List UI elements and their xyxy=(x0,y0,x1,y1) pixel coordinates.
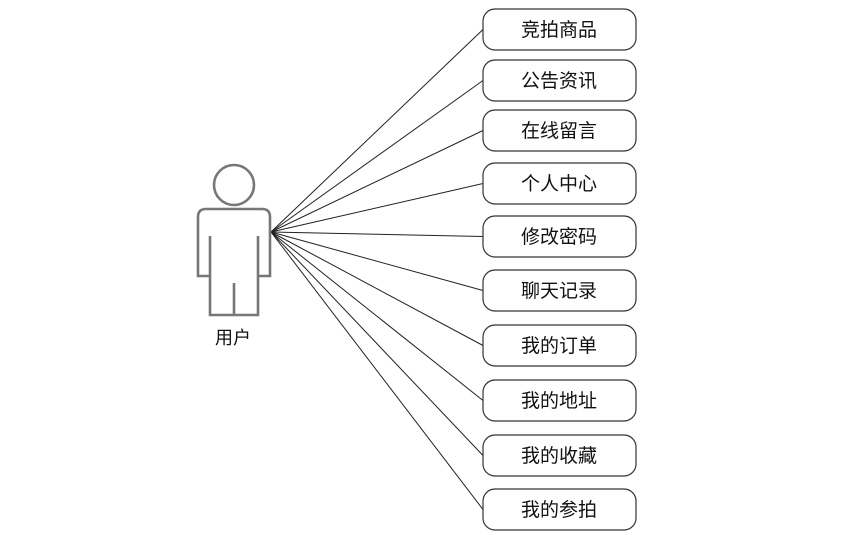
use-case-label: 聊天记录 xyxy=(521,280,597,302)
use-case-2: 公告资讯 xyxy=(482,59,637,102)
use-case-8: 我的地址 xyxy=(482,379,637,422)
association-line-9 xyxy=(270,231,484,456)
use-case-label: 我的参拍 xyxy=(521,499,597,521)
association-line-7 xyxy=(270,231,484,346)
use-case-10: 我的参拍 xyxy=(482,488,637,531)
use-case-4: 个人中心 xyxy=(482,162,637,205)
association-line-3 xyxy=(270,130,484,233)
use-cases: 竞拍商品 公告资讯 在线留言 个人中心 修改密码 聊天记录 我的订单 我的地址 xyxy=(482,8,637,531)
use-case-label: 我的订单 xyxy=(521,335,597,357)
person-icon xyxy=(196,163,272,317)
use-case-label: 个人中心 xyxy=(521,173,597,195)
association-line-10 xyxy=(270,231,484,510)
use-case-label: 我的地址 xyxy=(521,390,597,412)
association-line-8 xyxy=(270,231,484,401)
use-case-label: 竞拍商品 xyxy=(521,19,597,41)
use-case-9: 我的收藏 xyxy=(482,434,637,477)
use-case-1: 竞拍商品 xyxy=(482,8,637,51)
use-case-label: 我的收藏 xyxy=(521,445,597,467)
use-case-7: 我的订单 xyxy=(482,324,637,367)
association-line-6 xyxy=(270,231,484,291)
association-line-5 xyxy=(270,231,484,237)
association-line-2 xyxy=(270,80,484,233)
use-case-6: 聊天记录 xyxy=(482,269,637,312)
actor-label: 用户 xyxy=(215,328,251,349)
actor: 用户 xyxy=(196,163,272,349)
use-case-label: 公告资讯 xyxy=(521,70,597,92)
association-line-4 xyxy=(270,183,484,233)
use-case-label: 在线留言 xyxy=(521,120,597,142)
use-case-label: 修改密码 xyxy=(521,226,597,248)
association-line-1 xyxy=(270,29,484,233)
use-case-3: 在线留言 xyxy=(482,109,637,152)
association-lines xyxy=(270,29,484,510)
use-case-5: 修改密码 xyxy=(482,215,637,258)
